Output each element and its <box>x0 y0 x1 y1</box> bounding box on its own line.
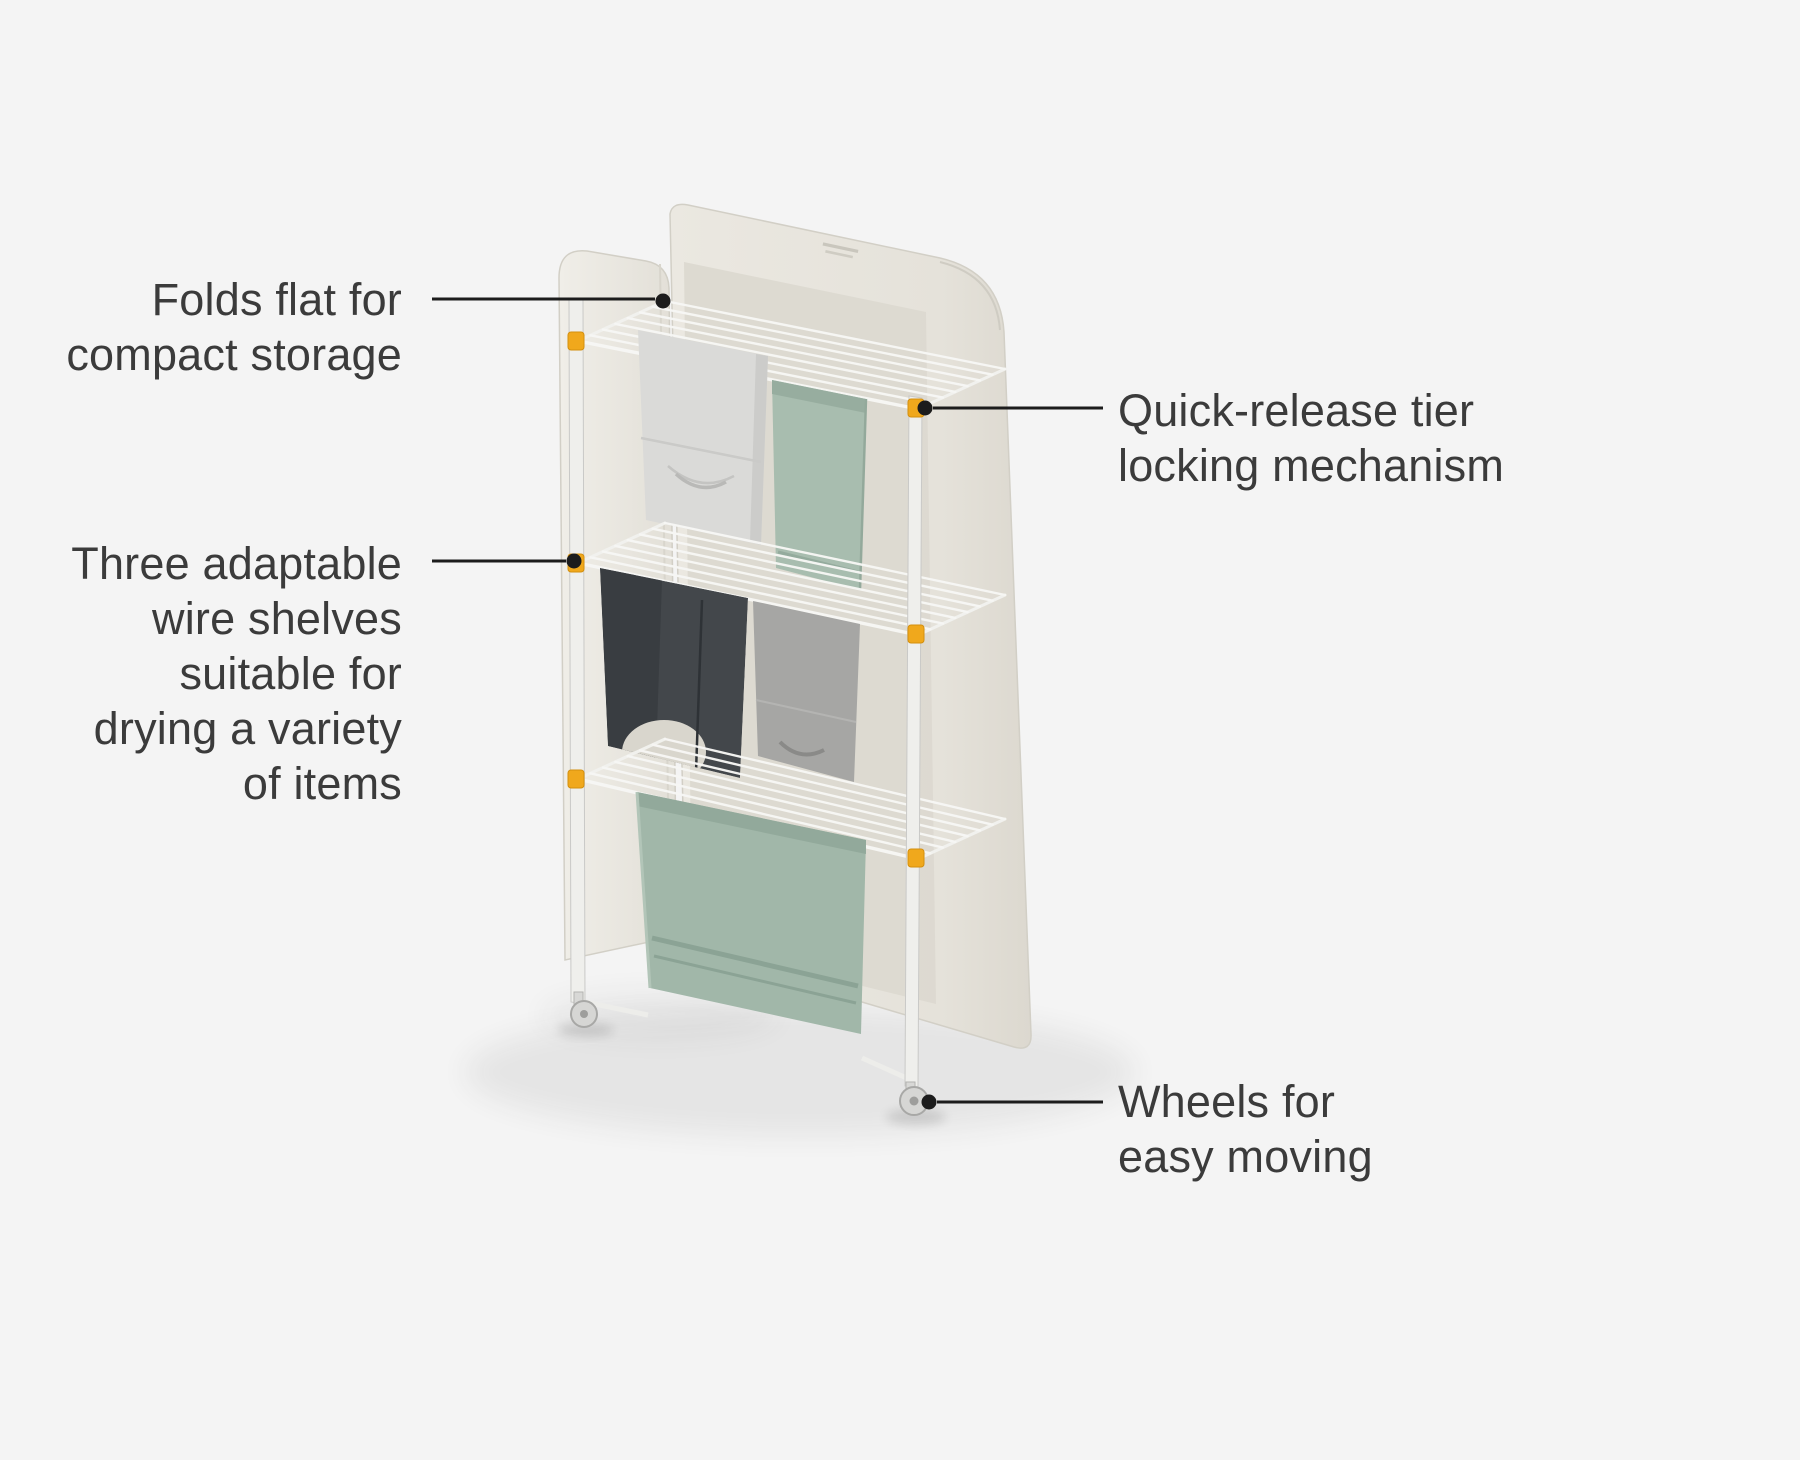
caster-wheel-right <box>899 1081 929 1116</box>
callout-folds-flat: Folds flat for compact storage <box>40 272 402 382</box>
grey-tshirt <box>753 601 860 782</box>
green-towel-top <box>772 380 868 591</box>
green-towel-large <box>635 791 866 1034</box>
leader-dot-wire-shelves <box>566 553 582 569</box>
callout-line: drying a variety <box>93 703 402 754</box>
leader-wheels <box>921 1094 1103 1110</box>
wire-shelf-tier-3 <box>576 737 1007 861</box>
callout-wire-shelves: Three adaptable wire shelves suitable fo… <box>30 536 402 811</box>
leader-dot-quick-release <box>917 400 933 416</box>
leader-dot-wheels <box>921 1094 937 1110</box>
charcoal-garment <box>600 568 748 778</box>
leader-quick-release <box>917 400 1103 416</box>
callout-line: locking mechanism <box>1118 440 1505 491</box>
leader-folds-flat <box>432 293 671 309</box>
callout-line: wire shelves <box>152 593 402 644</box>
light-grey-tshirt <box>638 330 768 545</box>
callout-line: Folds flat for <box>151 274 402 325</box>
callout-line: compact storage <box>66 329 402 380</box>
brand-mark <box>822 242 859 259</box>
callout-line: easy moving <box>1118 1131 1373 1182</box>
callout-line: Quick-release tier <box>1118 385 1475 436</box>
leader-dot-folds-flat <box>655 293 671 309</box>
frame-poles <box>568 297 923 1089</box>
callout-line: Wheels for <box>1118 1076 1336 1127</box>
leader-wire-shelves <box>432 553 582 569</box>
callout-line: Three adaptable <box>71 538 402 589</box>
callout-wheels: Wheels for easy moving <box>1118 1074 1538 1184</box>
wire-shelf-tier-1 <box>576 299 1007 411</box>
caster-wheel-left <box>570 991 598 1028</box>
callout-line: of items <box>242 758 402 809</box>
callout-quick-release: Quick-release tier locking mechanism <box>1118 383 1638 493</box>
wire-shelf-tier-2 <box>576 521 1007 637</box>
callout-line: suitable for <box>179 648 402 699</box>
